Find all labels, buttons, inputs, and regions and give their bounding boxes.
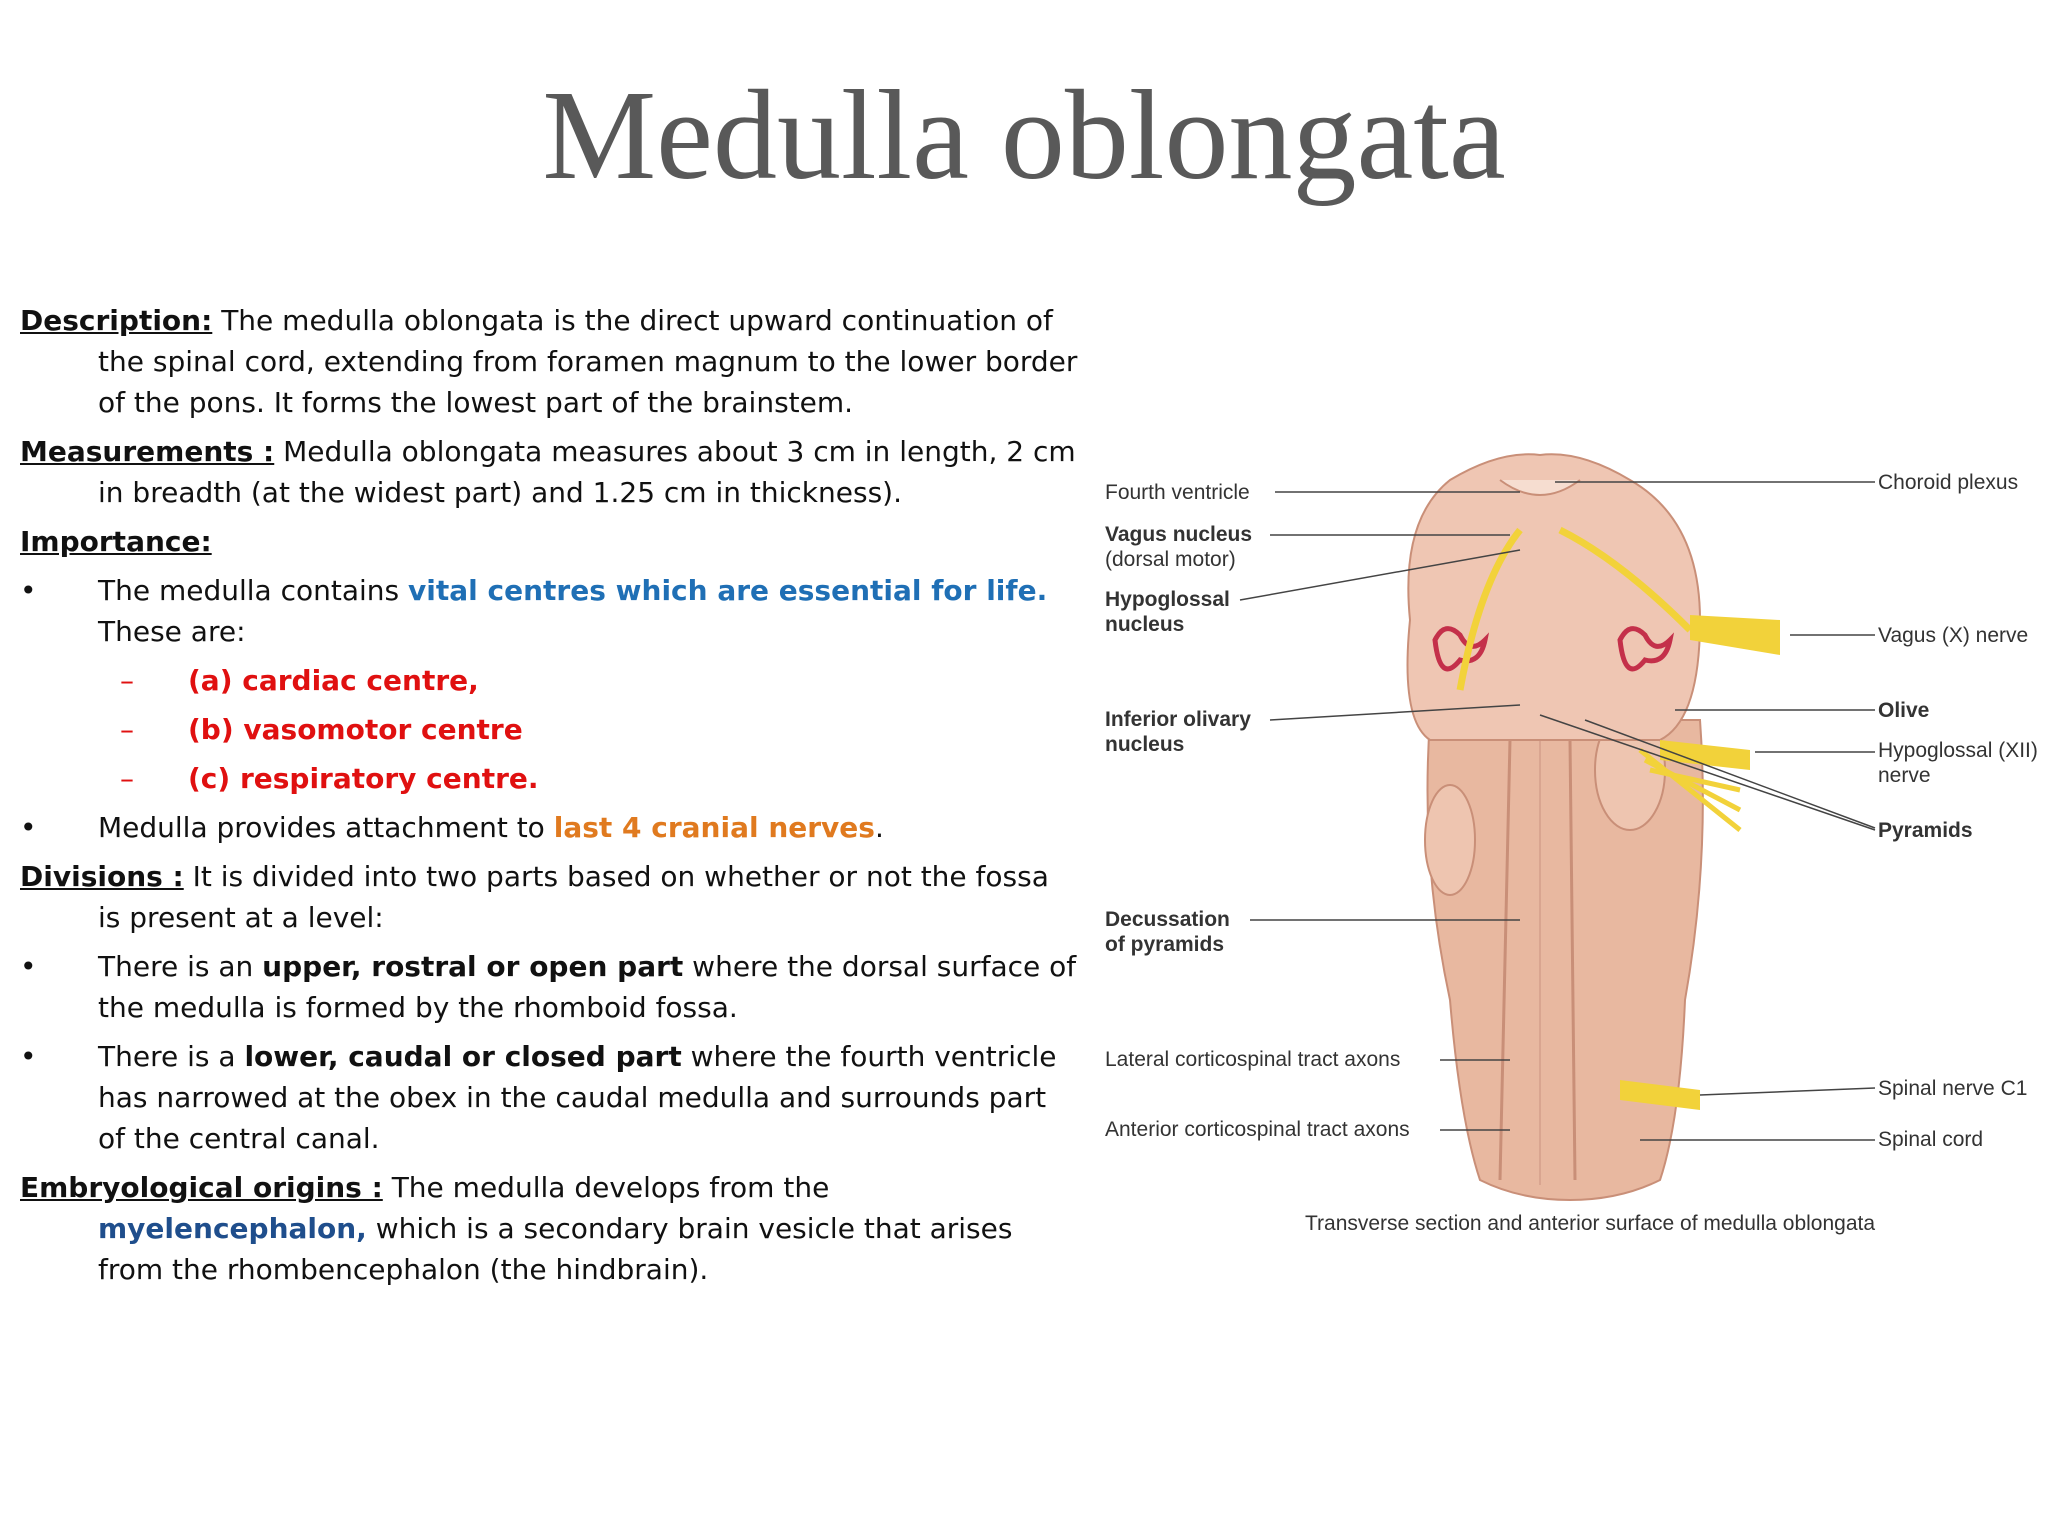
centre-item: – (a) cardiac centre,	[20, 660, 1080, 701]
label-vagus-nucleus: Vagus nucleus(dorsal motor)	[1105, 522, 1252, 572]
label-inferior-olivary-text-2: nucleus	[1105, 733, 1185, 756]
label-hypoglossal-nerve-text: Hypoglossal (XII)	[1878, 739, 2038, 762]
cranial-nerves-highlight: last 4 cranial nerves	[553, 811, 875, 844]
importance-heading-line: Importance:	[20, 521, 1080, 562]
description-text: The medulla oblongata is the direct upwa…	[98, 304, 1078, 419]
bullet-text-end: These are:	[98, 615, 246, 648]
lower-part-bold: lower, caudal or closed part	[244, 1040, 682, 1073]
centre-item: – (b) vasomotor centre	[20, 709, 1080, 750]
divisions-bullet-lower: • There is a lower, caudal or closed part…	[20, 1036, 1080, 1159]
label-spinal-cord: Spinal cord	[1878, 1128, 1984, 1151]
bullet-text-end: .	[874, 811, 884, 844]
myelencephalon-highlight: myelencephalon,	[98, 1212, 367, 1245]
embryology-heading: Embryological origins :	[20, 1171, 383, 1204]
label-vagus-nucleus-text: Vagus nucleus	[1105, 523, 1253, 546]
figure-caption: Transverse section and anterior surface …	[1304, 1212, 1876, 1235]
description-heading: Description:	[20, 304, 213, 337]
bullet-text: Medulla provides attachment to	[98, 811, 554, 844]
hypoglossal-nerve-root	[1660, 740, 1750, 770]
label-hypoglossal-nucleus-text-2: nucleus	[1105, 613, 1185, 636]
bullet-dot: •	[20, 811, 37, 844]
centre-label: (a) cardiac centre,	[188, 664, 479, 697]
bullet-dot: •	[20, 950, 37, 983]
label-lateral-cst: Lateral corticospinal tract axons	[1105, 1048, 1401, 1071]
centre-item: – (c) respiratory centre.	[20, 758, 1080, 799]
label-hypoglossal-nerve-text-2: nerve	[1878, 764, 1931, 787]
measurements-paragraph: Measurements : Medulla oblongata measure…	[20, 431, 1080, 513]
olive-shape-left	[1424, 784, 1476, 896]
brainstem-body	[1426, 719, 1704, 1202]
description-paragraph: Description: The medulla oblongata is th…	[20, 300, 1080, 423]
hypoglossal-rootlets	[1638, 748, 1742, 832]
inferior-olivary-nucleus-left	[1432, 626, 1490, 672]
bullet-dot: •	[20, 574, 37, 607]
vital-centres-highlight: vital centres which are essential for li…	[408, 574, 1048, 607]
vagus-nerve-left	[1456, 527, 1523, 691]
label-vagus-nucleus-sub: (dorsal motor)	[1105, 548, 1236, 571]
embryology-paragraph: Embryological origins : The medulla deve…	[20, 1167, 1080, 1290]
label-inferior-olivary-text: Inferior olivary	[1105, 708, 1251, 731]
bullet-text-end: where the fourth ventricle has narrowed …	[98, 1040, 1057, 1155]
slide-title: Medulla oblongata	[542, 64, 1506, 206]
label-decussation-text: Decussation	[1105, 908, 1230, 931]
embryology-text-end: which is a secondary brain vesicle that …	[98, 1212, 1013, 1286]
bullet-dot: •	[20, 1040, 37, 1073]
label-hypoglossal-nerve: Hypoglossal (XII)nerve	[1878, 738, 2038, 788]
dash: –	[120, 762, 134, 795]
spinal-nerve-c1	[1620, 1080, 1700, 1110]
bullet-text: There is an	[98, 950, 263, 983]
label-hypoglossal-nucleus-text: Hypoglossal	[1105, 588, 1230, 611]
importance-heading: Importance:	[20, 525, 212, 558]
medulla-illustration	[1239, 453, 1876, 1202]
label-pyramids: Pyramids	[1878, 819, 1973, 842]
pyramid-left	[1498, 739, 1512, 1181]
dash: –	[120, 664, 134, 697]
bullet-text: The medulla contains	[98, 574, 409, 607]
divisions-bullet-upper: • There is an upper, rostral or open part…	[20, 946, 1080, 1028]
label-fourth-ventricle: Fourth ventricle	[1105, 481, 1250, 504]
label-decussation-text-2: of pyramids	[1105, 933, 1225, 956]
label-anterior-cst: Anterior corticospinal tract axons	[1105, 1118, 1410, 1141]
dash: –	[120, 713, 134, 746]
embryology-text: The medulla develops from the	[382, 1171, 830, 1204]
label-olive: Olive	[1878, 699, 1930, 722]
medulla-anatomy-figure: Fourth ventricle Vagus nucleus(dorsal mo…	[1100, 440, 2048, 1270]
vagus-nerve-root	[1690, 615, 1780, 655]
inferior-olivary-nucleus-right	[1617, 626, 1675, 672]
leader-lines	[1239, 481, 1876, 1141]
bullet-text-end: where the dorsal surface of the medulla …	[98, 950, 1077, 1024]
vagus-nerve-right	[1558, 526, 1693, 633]
centre-label: (b) vasomotor centre	[188, 713, 523, 746]
label-spinal-nerve-c1: Spinal nerve C1	[1878, 1077, 2028, 1100]
measurements-text: Medulla oblongata measures about 3 cm in…	[98, 435, 1076, 509]
divisions-heading: Divisions :	[20, 860, 184, 893]
divisions-paragraph: Divisions : It is divided into two parts…	[20, 856, 1080, 938]
label-vagus-nerve: Vagus (X) nerve	[1878, 624, 2029, 647]
body-text: Description: The medulla oblongata is th…	[20, 300, 1080, 1298]
centre-label: (c) respiratory centre.	[188, 762, 539, 795]
measurements-heading: Measurements :	[20, 435, 275, 468]
pyramid-right	[1568, 739, 1577, 1181]
label-choroid-plexus: Choroid plexus	[1878, 471, 2019, 494]
importance-bullet-nerves: • Medulla provides attachment to last 4 c…	[20, 807, 1080, 848]
upper-part-bold: upper, rostral or open part	[262, 950, 684, 983]
bullet-text: There is a	[98, 1040, 245, 1073]
importance-bullet-vital: • The medulla contains vital centres whic…	[20, 570, 1080, 652]
divisions-text: It is divided into two parts based on wh…	[98, 860, 1049, 934]
